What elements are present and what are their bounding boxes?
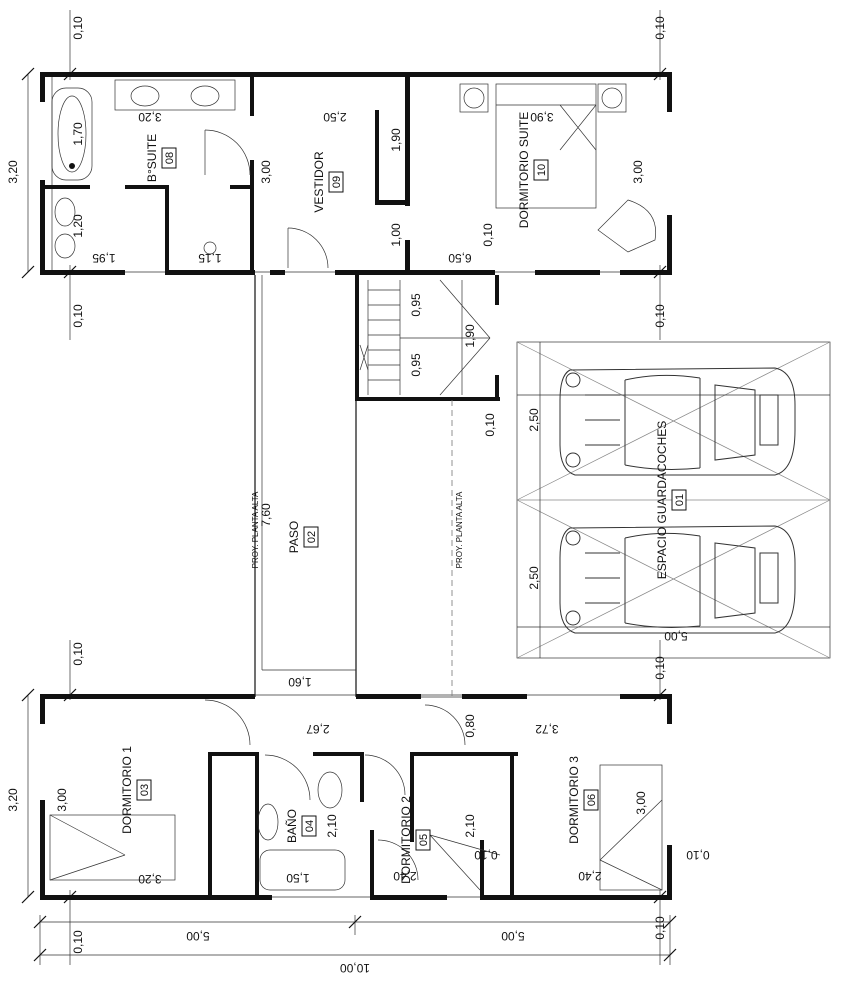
dim-label: 0,10 <box>653 16 667 40</box>
room-number: 03 <box>139 784 151 796</box>
dimension-labels: 0,10 0,10 3,20 3,20 1,70 1,20 1,95 1,15 … <box>6 16 710 975</box>
dim-label: 3,20 <box>138 872 162 886</box>
dim-label: 3,00 <box>55 788 69 812</box>
dim-label: 1,90 <box>389 128 403 152</box>
dim-label: 1,60 <box>288 675 312 689</box>
room-label-guardacoches: ESPACIO GUARDACOCHES 01 <box>655 421 687 579</box>
dim-label: 1,20 <box>71 214 85 238</box>
dim-label: 5,00 <box>186 929 210 943</box>
room-name: DORMITORIO SUITE <box>517 112 531 228</box>
dim-label: 0,10 <box>483 413 497 437</box>
room-name: DORMITORIO 2 <box>399 796 413 884</box>
room-label-dormitorio1: DORMITORIO 1 03 <box>120 746 152 834</box>
stair <box>355 275 500 401</box>
dim-label: 1,95 <box>92 251 116 265</box>
lower-walls <box>40 694 672 900</box>
room-name: BAÑO <box>285 809 299 843</box>
room-number: 01 <box>674 494 686 506</box>
room-label-paso: PASO 02 <box>287 521 319 553</box>
room-number: 10 <box>536 164 548 176</box>
dim-label: 0,10 <box>71 304 85 328</box>
dim-label: 3,00 <box>634 791 648 815</box>
fixtures <box>49 79 663 891</box>
projection-note-left: PROY. PLANTA ALTA <box>251 491 260 568</box>
room-number: 09 <box>331 176 343 188</box>
car-top <box>559 367 796 476</box>
dim-label: 5,00 <box>664 629 688 643</box>
dim-label: 10,00 <box>340 961 370 975</box>
room-label-bano: BAÑO 04 <box>285 809 317 843</box>
room-name: B°SUITE <box>145 134 159 182</box>
dim-label: 1,00 <box>389 223 403 247</box>
room-label-vestidor: VESTIDOR 09 <box>312 151 344 213</box>
car-bottom <box>559 525 796 634</box>
room-number: 06 <box>586 794 598 806</box>
dim-label: 2,10 <box>463 814 477 838</box>
dim-label: 1,15 <box>198 251 222 265</box>
room-number: 08 <box>164 152 176 164</box>
dim-label: 1,70 <box>71 122 85 146</box>
dim-label: 3,00 <box>631 160 645 184</box>
dim-label: 3,00 <box>259 160 273 184</box>
doors <box>204 129 466 881</box>
dim-label: 5,00 <box>501 929 525 943</box>
dim-label: 1,90 <box>463 324 477 348</box>
dim-label: 2,10 <box>325 814 339 838</box>
room-name: DORMITORIO 1 <box>120 746 134 834</box>
room-label-dormitorio-suite: DORMITORIO SUITE 10 <box>517 112 549 228</box>
room-name: ESPACIO GUARDACOCHES <box>655 421 669 579</box>
dim-label: 2,50 <box>527 408 541 432</box>
room-number: 02 <box>306 531 318 543</box>
dim-label: 2,50 <box>323 110 347 124</box>
dim-label: 2,67 <box>306 722 330 736</box>
dim-label: 3,72 <box>535 722 559 736</box>
dim-label: 3,20 <box>6 160 20 184</box>
dim-label: 0,10 <box>686 848 710 862</box>
projection-note-right: PROY. PLANTA ALTA <box>455 491 464 568</box>
dim-label: 0,10 <box>481 223 495 247</box>
room-label-dormitorio2: DORMITORIO 2 05 <box>399 796 431 884</box>
dim-label: 0,10 <box>653 304 667 328</box>
room-name: PASO <box>287 521 301 553</box>
dim-label: 3,20 <box>6 788 20 812</box>
dim-label: 0,10 <box>474 848 498 862</box>
dim-label: 2,40 <box>578 869 602 883</box>
dim-label: 3,90 <box>530 110 554 124</box>
dim-label: 0,10 <box>71 930 85 954</box>
room-number: 05 <box>418 834 430 846</box>
dim-label: 0,10 <box>653 916 667 940</box>
dimension-ticks <box>21 67 677 962</box>
dim-label: 0,80 <box>463 714 477 738</box>
dim-label: 7,60 <box>259 503 273 527</box>
dim-label: 0,95 <box>409 353 423 377</box>
dim-label: 2,50 <box>527 566 541 590</box>
upper-walls <box>40 72 672 275</box>
dim-label: 3,20 <box>138 110 162 124</box>
room-number: 04 <box>304 820 316 832</box>
room-label-bano-suite: B°SUITE 08 <box>145 134 177 182</box>
dim-label: 0,10 <box>653 656 667 680</box>
dim-label: 1,50 <box>286 871 310 885</box>
dim-label: 6,50 <box>448 251 472 265</box>
room-label-dormitorio3: DORMITORIO 3 06 <box>567 756 599 844</box>
room-name: VESTIDOR <box>312 151 326 213</box>
dim-label: 0,95 <box>409 293 423 317</box>
dim-label: 2,40 <box>393 869 417 883</box>
room-name: DORMITORIO 3 <box>567 756 581 844</box>
dim-label: 0,10 <box>71 16 85 40</box>
dim-label: 0,10 <box>71 642 85 666</box>
